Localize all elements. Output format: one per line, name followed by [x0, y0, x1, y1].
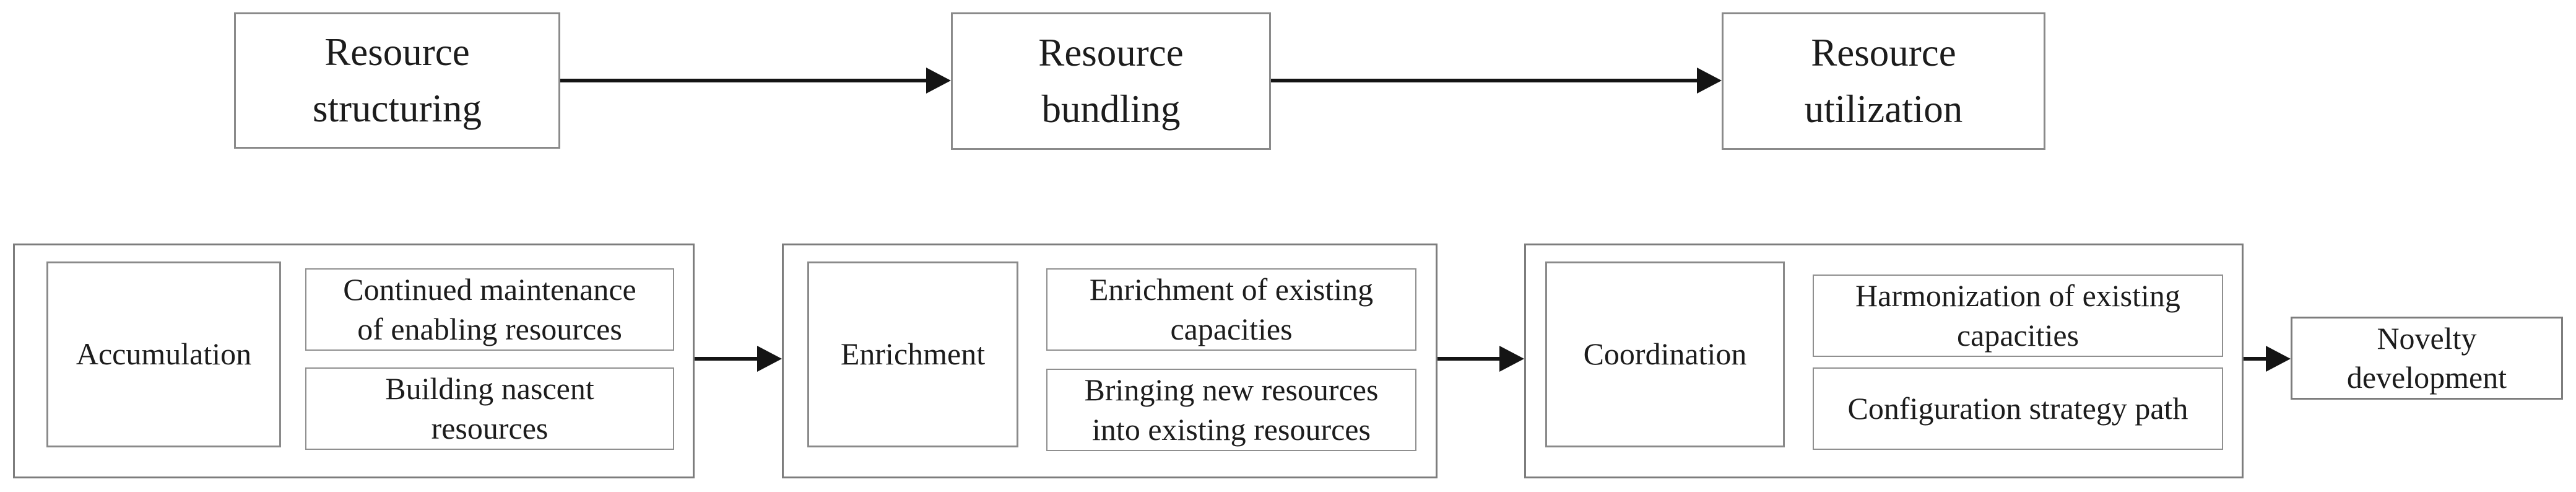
category-label-accumulation: Accumulation	[76, 336, 252, 372]
group-accumulation: Accumulation Continued maintenance of en…	[13, 244, 695, 478]
outcome-label-novelty-development: Novelty development	[2346, 320, 2507, 395]
practice-box-continued-maintenance: Continued maintenance of enabling resour…	[305, 268, 674, 351]
category-box-coordination: Coordination	[1545, 261, 1785, 447]
arrow-bundling-to-utilization	[1271, 67, 1722, 94]
stage-box-resource-bundling: Resource bundling	[951, 12, 1271, 150]
category-box-enrichment: Enrichment	[807, 261, 1018, 447]
category-label-enrichment: Enrichment	[840, 336, 986, 372]
arrow-head-icon	[757, 346, 782, 372]
arrow-shaft	[2244, 357, 2272, 361]
stage-label-resource-utilization: Resource utilization	[1804, 30, 1963, 131]
arrow-structuring-to-bundling	[560, 67, 951, 94]
stage-label-resource-bundling: Resource bundling	[1038, 30, 1184, 131]
practice-box-bringing-new-resources: Bringing new resources into existing res…	[1046, 369, 1416, 451]
category-label-coordination: Coordination	[1583, 336, 1747, 372]
arrow-shaft	[560, 79, 932, 82]
stage-label-resource-structuring: Resource structuring	[313, 30, 482, 130]
arrow-shaft	[695, 357, 763, 361]
arrow-head-icon	[1697, 68, 1722, 94]
arrow-accumulation-to-enrichment	[695, 345, 782, 372]
arrow-enrichment-to-coordination	[1438, 345, 1524, 372]
category-box-accumulation: Accumulation	[46, 261, 281, 447]
arrow-head-icon	[926, 68, 951, 94]
arrow-head-icon	[2266, 346, 2291, 372]
practice-label-building-nascent-resources: Building nascent resources	[385, 371, 594, 446]
group-enrichment: Enrichment Enrichment of existing capaci…	[782, 244, 1438, 478]
practice-label-bringing-new-resources: Bringing new resources into existing res…	[1084, 372, 1379, 447]
stage-box-resource-utilization: Resource utilization	[1722, 12, 2045, 150]
stage-box-resource-structuring: Resource structuring	[234, 12, 560, 149]
practice-box-building-nascent-resources: Building nascent resources	[305, 367, 674, 450]
practice-label-continued-maintenance: Continued maintenance of enabling resour…	[343, 272, 636, 346]
practice-label-harmonization-existing-capacities: Harmonization of existing capacities	[1855, 278, 2180, 353]
outcome-box-novelty-development: Novelty development	[2291, 317, 2563, 400]
arrow-coordination-to-novelty	[2244, 345, 2291, 372]
arrow-head-icon	[1499, 346, 1524, 372]
practice-box-harmonization-existing-capacities: Harmonization of existing capacities	[1813, 275, 2223, 357]
arrow-shaft	[1438, 357, 1506, 361]
practice-box-configuration-strategy-path: Configuration strategy path	[1813, 367, 2223, 450]
group-coordination: Coordination Harmonization of existing c…	[1524, 244, 2244, 478]
practice-label-configuration-strategy-path: Configuration strategy path	[1847, 390, 2188, 426]
arrow-shaft	[1271, 79, 1703, 82]
practice-box-enrichment-existing-capacities: Enrichment of existing capacities	[1046, 268, 1416, 351]
practice-label-enrichment-existing-capacities: Enrichment of existing capacities	[1089, 272, 1374, 346]
